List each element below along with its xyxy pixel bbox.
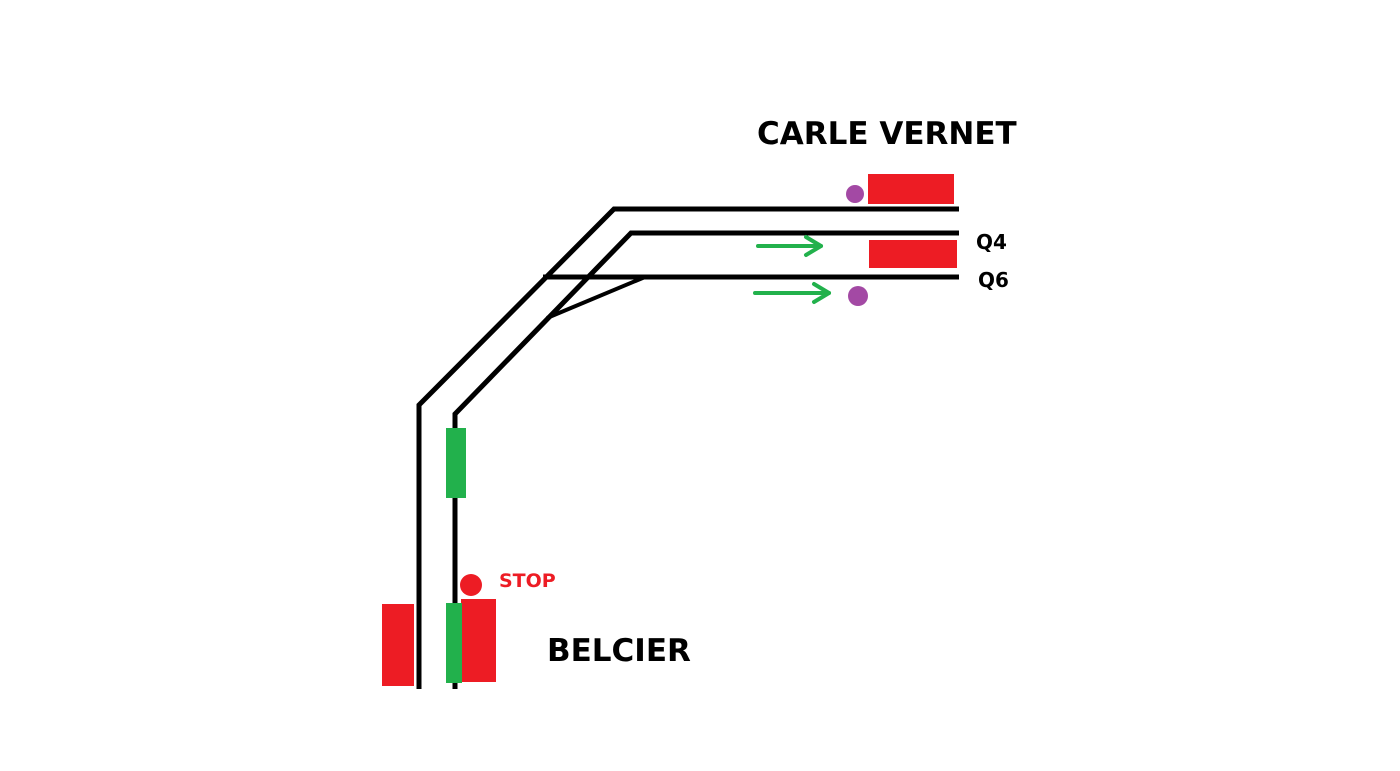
belcier-inner-block — [446, 603, 462, 683]
stop-label: STOP — [499, 570, 556, 592]
inner-track-block — [446, 428, 466, 498]
q4-direction-arrow — [756, 235, 823, 257]
track-label-q6: Q6 — [978, 268, 1009, 292]
track-label-q4: Q4 — [976, 230, 1007, 254]
purple-marker-top — [846, 185, 864, 203]
q4-block — [869, 240, 957, 268]
q6-junction — [546, 275, 646, 320]
station-label-belcier: BELCIER — [547, 633, 691, 669]
station-label-carle-vernet: CARLE VERNET — [757, 116, 1017, 152]
stop-marker — [460, 574, 482, 596]
outer-track — [416, 206, 959, 689]
inner-track — [452, 230, 959, 689]
q6-direction-arrow — [753, 282, 831, 304]
purple-marker-q6 — [848, 286, 868, 306]
belcier-right-block — [461, 599, 496, 682]
belcier-left-block — [382, 604, 414, 686]
carle-vernet-platform-block — [868, 174, 954, 204]
tracks — [416, 206, 959, 689]
